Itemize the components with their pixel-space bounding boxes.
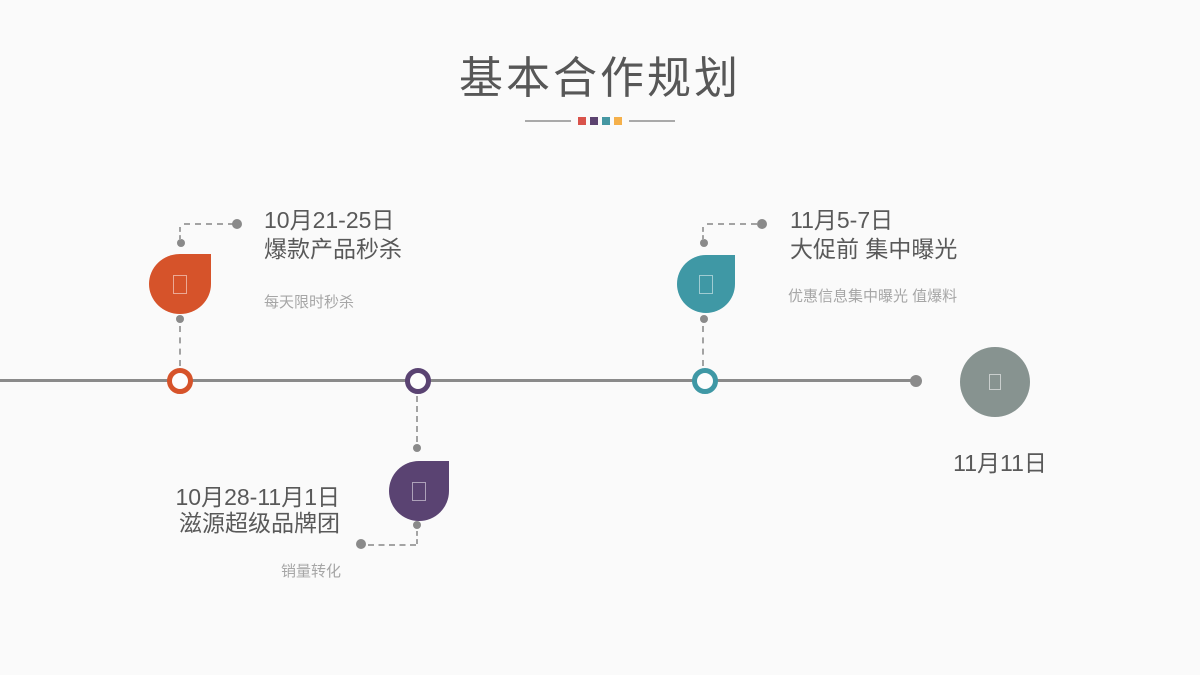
milestone-marker-teardrop <box>389 461 449 521</box>
divider-line-right <box>629 120 675 122</box>
connector-dot <box>413 444 421 452</box>
milestone-subtext: 每天限时秒杀 <box>264 294 355 311</box>
milestone-heading: 爆款产品秒杀 <box>264 236 402 262</box>
marker-icon <box>173 274 187 294</box>
connector-dot <box>232 219 242 229</box>
connector-dot <box>413 521 421 529</box>
divider-line-left <box>525 120 571 122</box>
milestone-heading: 大促前 集中曝光 <box>790 236 958 262</box>
title-divider <box>0 113 1200 129</box>
connector-dashed-line <box>702 227 704 240</box>
final-milestone-circle <box>960 347 1030 417</box>
connector-dashed-line <box>368 544 416 546</box>
milestone-heading: 滋源超级品牌团 <box>179 510 340 536</box>
connector-dot <box>700 239 708 247</box>
milestone-text: 10月21-25日 爆款产品秒杀 <box>264 206 402 264</box>
milestone-text: 10月28-11月1日 滋源超级品牌团 <box>120 484 341 536</box>
connector-dot <box>757 219 767 229</box>
marker-icon <box>412 481 426 501</box>
milestone-date: 11月5-7日 <box>790 207 894 233</box>
connector-dashed-line <box>416 396 418 442</box>
marker-icon <box>989 374 1001 390</box>
milestone-text: 11月5-7日 大促前 集中曝光 <box>790 206 957 264</box>
connector-dashed-line <box>179 227 181 240</box>
timeline-node-ring <box>692 368 718 394</box>
divider-square-red <box>578 117 586 125</box>
milestone-date: 10月21-25日 <box>264 207 395 233</box>
timeline-node-ring <box>405 368 431 394</box>
final-milestone-date: 11月11日 <box>953 450 1047 476</box>
divider-square-teal <box>602 117 610 125</box>
timeline-axis <box>0 379 912 382</box>
connector-dashed-line <box>702 326 704 366</box>
timeline-node-ring <box>167 368 193 394</box>
connector-dot <box>700 315 708 323</box>
marker-icon <box>699 274 713 294</box>
milestone-marker-teardrop <box>149 254 211 314</box>
connector-dashed-line <box>416 531 418 544</box>
connector-dashed-line <box>184 223 234 225</box>
divider-square-yellow <box>614 117 622 125</box>
milestone-subtext: 优惠信息集中曝光 值爆料 <box>788 288 958 305</box>
connector-dashed-line <box>179 326 181 366</box>
page-title: 基本合作规划 <box>459 54 741 103</box>
milestone-marker-teardrop <box>677 255 735 313</box>
connector-dashed-line <box>707 223 757 225</box>
milestone-subtext: 销量转化 <box>280 563 341 580</box>
timeline-end-dot <box>910 375 922 387</box>
connector-dot <box>177 239 185 247</box>
divider-square-purple <box>590 117 598 125</box>
connector-dot <box>176 315 184 323</box>
milestone-date: 10月28-11月1日 <box>175 484 341 510</box>
connector-dot <box>356 539 366 549</box>
